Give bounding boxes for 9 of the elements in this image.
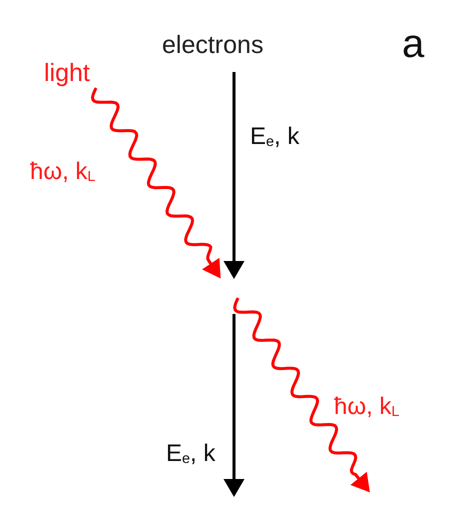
panel-letter: a	[402, 24, 424, 64]
quantity-label: E$_{e}$, k	[166, 442, 216, 467]
node-label: electrons	[162, 30, 264, 60]
quantity-label: E$_{e}$, k	[250, 125, 300, 150]
quantity-label: ħω, k$_{L}$	[334, 395, 400, 420]
arrow	[224, 72, 244, 279]
wavy-arrow	[91, 87, 221, 278]
node-label: light	[44, 58, 90, 88]
quantity-label: ħω, k$_{L}$	[30, 160, 96, 185]
